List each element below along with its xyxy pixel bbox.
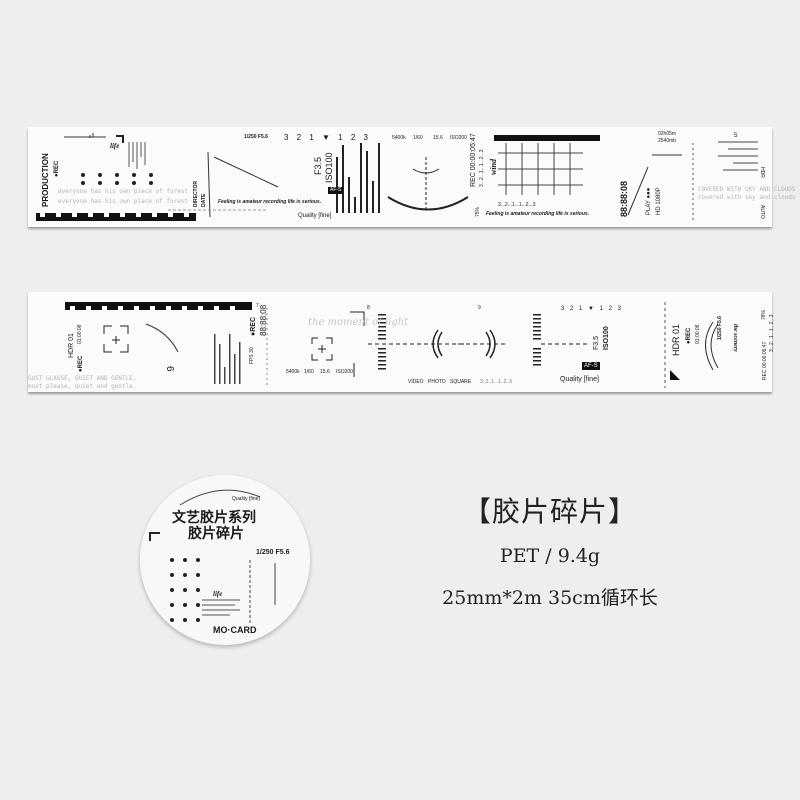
roll-title-line1: 文艺胶片系列 — [172, 509, 256, 525]
mode-video: VIDEO — [408, 379, 424, 385]
play-label: PLAY ●●● — [646, 187, 652, 215]
rec-label: ●REC — [78, 355, 84, 372]
scenery-label: the scenery — [732, 324, 738, 352]
rec-time-label: REC 00:00:05:47 — [470, 133, 477, 187]
rec-time-label-3: REC 00:00:05:47 — [762, 341, 768, 380]
af-badge: AF-S — [582, 362, 600, 370]
hdr01-label: HDR 01 — [68, 333, 75, 358]
ghost-text-3: COVERED WITH SKY AND CLOUDS — [698, 186, 796, 193]
strip-graphics — [36, 133, 758, 223]
sequence-label: 3..2..1...1..2..3 — [480, 379, 512, 385]
aperture-label: F3.5 — [593, 335, 600, 350]
roll-title-line2: 胶片碎片 — [188, 525, 244, 541]
hdr01-label-2: HDR 01 — [671, 323, 681, 356]
hd-label: HD 1080P — [656, 187, 662, 215]
ghost-text-1: everyone has his own piece of forest — [58, 188, 189, 195]
strip-graphics — [65, 302, 719, 388]
product-material: PET / 9.4g — [499, 545, 601, 567]
af-badge: AF-S — [328, 187, 344, 194]
countdown-label: 3 2 1 ▼ 1 2 3 — [561, 306, 623, 312]
roll-graphics — [149, 489, 276, 625]
battery-label: 78% — [761, 309, 767, 320]
number-8: 8 — [367, 305, 370, 311]
number-7: 7 — [256, 303, 259, 309]
product-spec: 25mm*2m 35cm循环长 — [442, 587, 658, 609]
number-9: 9 — [478, 305, 481, 311]
quality-label: Quality [fine] — [560, 376, 599, 383]
ghost-text-4: covered with sky and clouds — [698, 194, 796, 201]
hdr-label: HDR — [759, 167, 765, 178]
sequence-label: 3...2...1...1...2...3 — [479, 149, 485, 187]
tape-strip-bottom: GUST GLASSE, QUIET AND GENTLE, must plea… — [28, 292, 775, 392]
tape-strip-top: PRODUCTION ●REC life 1/250 F5.6 3 2 1 ▼ … — [28, 127, 796, 227]
ghost-text-2: must please, quiet and gentle. — [28, 383, 137, 390]
number-5: 5 — [734, 133, 738, 139]
shutter-label: 1/250 F5.6 — [244, 134, 268, 140]
exposure-value: 15.6 — [433, 135, 443, 141]
ghost-text-1: GUST GLASSE, QUIET AND GENTLE, — [28, 375, 137, 382]
rec-label-2: ●REC — [250, 316, 257, 336]
brand-logo: MO·CARD — [213, 625, 257, 635]
battery-label: 75% — [475, 206, 481, 217]
timecode-label: 88:88:08 — [619, 180, 629, 217]
exposure-speed: 1/60 — [413, 135, 423, 141]
timecode-label: 88:88:08 — [259, 304, 268, 336]
number-6: 6 — [164, 366, 175, 372]
sequence-label-2: 3...2...1...1...2...3 — [769, 314, 775, 352]
rec-label: ●REC — [54, 160, 60, 177]
product-name: 【胶片碎片】 — [462, 495, 637, 528]
exposure-kelvin: 5400k — [286, 369, 300, 375]
motto-text: Feeling is amateur recording life is ser… — [218, 199, 322, 205]
shutter-label: 1/250 F5.6 — [717, 316, 723, 340]
script-text: the moment of light — [308, 317, 409, 328]
quality-label: Quality [fine] — [298, 213, 332, 219]
roll-quality-label: Quality [fine] — [232, 496, 260, 502]
ghost-text-2: everyone has his own place of forest — [58, 198, 189, 205]
exposure-iso: ISO200 — [450, 135, 467, 141]
time-left-label: 02h05m — [658, 131, 677, 137]
auto-label: AUTO — [759, 205, 765, 219]
wind-label: wind — [489, 158, 498, 175]
exposure-iso: ISO200 — [336, 369, 353, 375]
mode-photo: PHOTO — [428, 379, 446, 385]
storage-left-label: 2540mb — [658, 138, 677, 144]
aperture-label: F3.5 — [313, 156, 323, 175]
mode-square: SQUARE — [450, 379, 472, 385]
sequence-grid-label: 3...2...1...1...2...3 — [498, 202, 536, 208]
roll-life-label: life — [213, 590, 223, 598]
life-label: life — [110, 142, 120, 150]
tape-roll: 文艺胶片系列 胶片碎片 life MO·CARD Quality [fine] … — [140, 475, 310, 645]
rec-label-3: ●REC — [686, 327, 692, 344]
roll-shutter-label: 1/250 F5.6 — [256, 549, 290, 556]
rec-time-label: 01:00:08 — [77, 324, 83, 344]
exposure-value: 15.6 — [320, 369, 330, 375]
date-label: DATE — [201, 193, 207, 207]
countdown-label: 3 2 1 ▼ 1 2 3 — [284, 133, 371, 142]
exposure-speed: 1/60 — [304, 369, 314, 375]
director-label: DIRECTOR — [193, 180, 199, 207]
rec-time-label-2: 01:00:08 — [695, 324, 701, 344]
iso-label: ISO100 — [603, 326, 610, 350]
motto-text-2: Feeling is amateur recording life is ser… — [486, 211, 590, 217]
exposure-kelvin: 5400k — [392, 135, 406, 141]
iso-label: ISO100 — [324, 152, 334, 183]
production-label: PRODUCTION — [41, 153, 50, 207]
fps-label: FPS 30 — [249, 347, 255, 364]
